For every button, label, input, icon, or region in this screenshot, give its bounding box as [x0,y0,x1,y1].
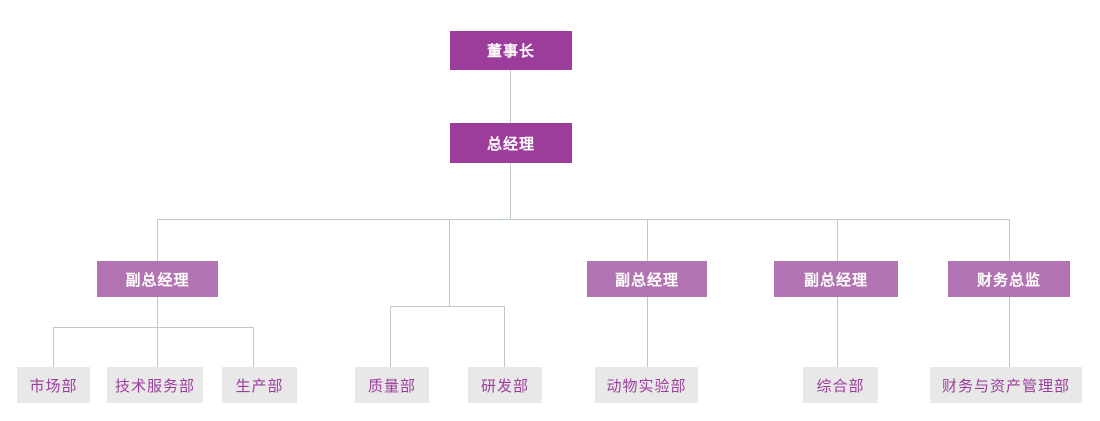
connector-drop-quality [390,306,391,367]
node-animal-lab-dept: 动物实验部 [595,367,698,403]
node-chairman: 董事长 [450,31,572,70]
node-deputy-gm-3: 副总经理 [774,261,898,297]
connector-drop-finance-director [1009,219,1010,261]
connector-drop-production [253,327,254,367]
connector-drop-animal-lab [647,297,648,367]
node-deputy-gm-1: 副总经理 [97,261,218,297]
connector-main-horizontal [157,219,1009,220]
node-general-affairs-dept: 综合部 [803,367,878,403]
connector-drop-marketing [53,327,54,367]
node-general-manager: 总经理 [450,123,572,163]
connector-deputy-gm-1-drop [157,297,158,327]
node-marketing-dept: 市场部 [17,367,90,403]
connector-drop-finance-asset [1009,297,1010,367]
node-tech-service-dept: 技术服务部 [107,367,203,403]
connector-drop-rnd [504,306,505,367]
connector-middle-horizontal [390,306,504,307]
node-production-dept: 生产部 [222,367,297,403]
connector-drop-deputy-gm-2 [647,219,648,261]
connector-gm-drop [510,163,511,219]
connector-left-horizontal [53,327,253,328]
node-finance-director: 财务总监 [948,261,1070,297]
connector-drop-deputy-gm-1 [157,219,158,261]
node-finance-asset-dept: 财务与资产管理部 [930,367,1082,403]
connector-drop-tech-service [157,327,158,367]
connector-drop-general-affairs [837,297,838,367]
node-quality-dept: 质量部 [355,367,429,403]
node-deputy-gm-2: 副总经理 [587,261,707,297]
connector-drop-deputy-gm-3 [837,219,838,261]
node-rnd-dept: 研发部 [468,367,542,403]
connector-chairman-gm [510,70,511,123]
connector-drop-middle-branch [449,219,450,306]
